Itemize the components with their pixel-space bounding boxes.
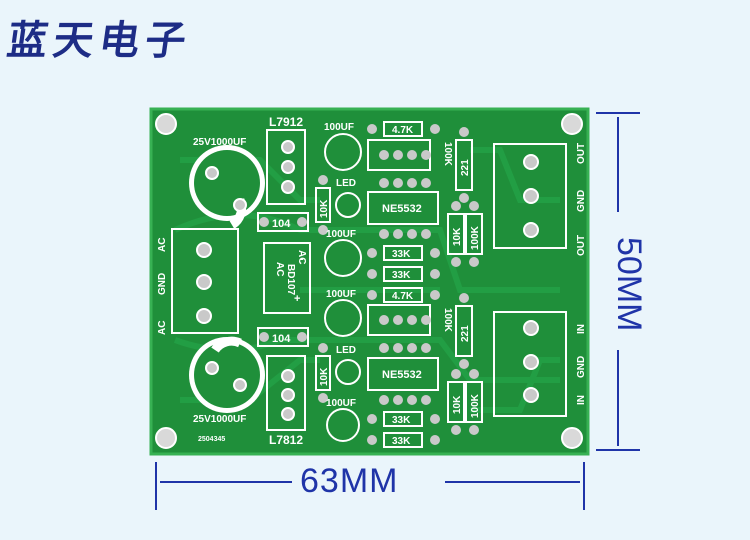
cap-100uf-3: 100UF xyxy=(326,289,356,300)
bridge-ac2: AC xyxy=(296,250,307,264)
bridge-plus: + xyxy=(294,293,300,305)
bridge-part: BD107 xyxy=(285,264,296,296)
cap-100uf-1: 100UF xyxy=(324,122,354,133)
res-100k-side-2: 100K xyxy=(470,393,481,418)
led-label-2: LED xyxy=(336,345,356,356)
res-47k-1: 4.7K xyxy=(392,125,414,136)
cap-104-top-label: 104 xyxy=(272,218,291,230)
serial-number: 2504345 xyxy=(198,436,225,443)
res-10k-side-1: 10K xyxy=(452,227,463,246)
bridge-minus: - xyxy=(300,254,303,265)
dimension-lines xyxy=(155,112,640,510)
res-10k-side-2: 10K xyxy=(452,395,463,414)
width-dimension-label: 63MM xyxy=(300,462,399,500)
res-33k-2: 33K xyxy=(392,270,411,281)
gnd-label-ac: GND xyxy=(157,273,168,295)
res-100k-v1: 100K xyxy=(442,142,453,167)
led-indicators xyxy=(335,192,361,385)
cap-104-top xyxy=(257,212,309,232)
ac-label-2: AC xyxy=(157,321,168,335)
resistor-pads xyxy=(318,124,479,445)
in-terminal-block xyxy=(493,311,567,417)
height-dimension-label: 50MM xyxy=(610,237,648,332)
opamp-top-label: NE5532 xyxy=(382,203,422,215)
cap-104-bottom-label: 104 xyxy=(272,333,291,345)
ac-label-1: AC xyxy=(157,238,168,252)
out-terminal-block xyxy=(493,143,567,249)
res-221-1: 221 xyxy=(460,159,471,176)
opamp-bottom-label: NE5532 xyxy=(382,369,422,381)
regulator-bottom xyxy=(266,355,306,431)
regulator-top xyxy=(266,129,306,205)
ic-pins xyxy=(379,150,431,405)
out-label-1: OUT xyxy=(576,143,587,164)
cap-top-label: 25V1000UF xyxy=(193,137,246,148)
small-capacitors xyxy=(324,133,362,442)
res-33k-4: 33K xyxy=(392,436,411,447)
led-label-1: LED xyxy=(336,178,356,189)
cap-100uf-2: 100UF xyxy=(326,229,356,240)
res-10k-v2: 10K xyxy=(319,367,330,386)
regulator-top-label: L7912 xyxy=(269,115,303,129)
in-label-2: IN xyxy=(576,395,587,405)
out-label-2: OUT xyxy=(576,235,587,256)
gnd-label-in: GND xyxy=(576,356,587,378)
mounting-holes xyxy=(155,113,583,449)
res-33k-3: 33K xyxy=(392,415,411,426)
res-10k-v1: 10K xyxy=(319,199,330,218)
res-100k-v2: 100K xyxy=(442,308,453,333)
resistors xyxy=(315,121,483,448)
bridge-rectifier xyxy=(263,242,311,314)
cap-100uf-4: 100UF xyxy=(326,398,356,409)
capacitor-top xyxy=(189,145,265,229)
bridge-ac1: AC xyxy=(274,262,285,276)
res-221-2: 221 xyxy=(460,325,471,342)
in-label-1: IN xyxy=(576,324,587,334)
cap-104-bottom xyxy=(257,327,309,347)
cap-bottom-label: 25V1000UF xyxy=(193,414,246,425)
gnd-label-out: GND xyxy=(576,190,587,212)
res-47k-2: 4.7K xyxy=(392,291,414,302)
res-33k-1: 33K xyxy=(392,249,411,260)
ac-terminal-block xyxy=(171,228,239,334)
res-100k-side-1: 100K xyxy=(470,225,481,250)
capacitor-bottom xyxy=(189,336,265,413)
regulator-bottom-label: L7812 xyxy=(269,433,303,447)
